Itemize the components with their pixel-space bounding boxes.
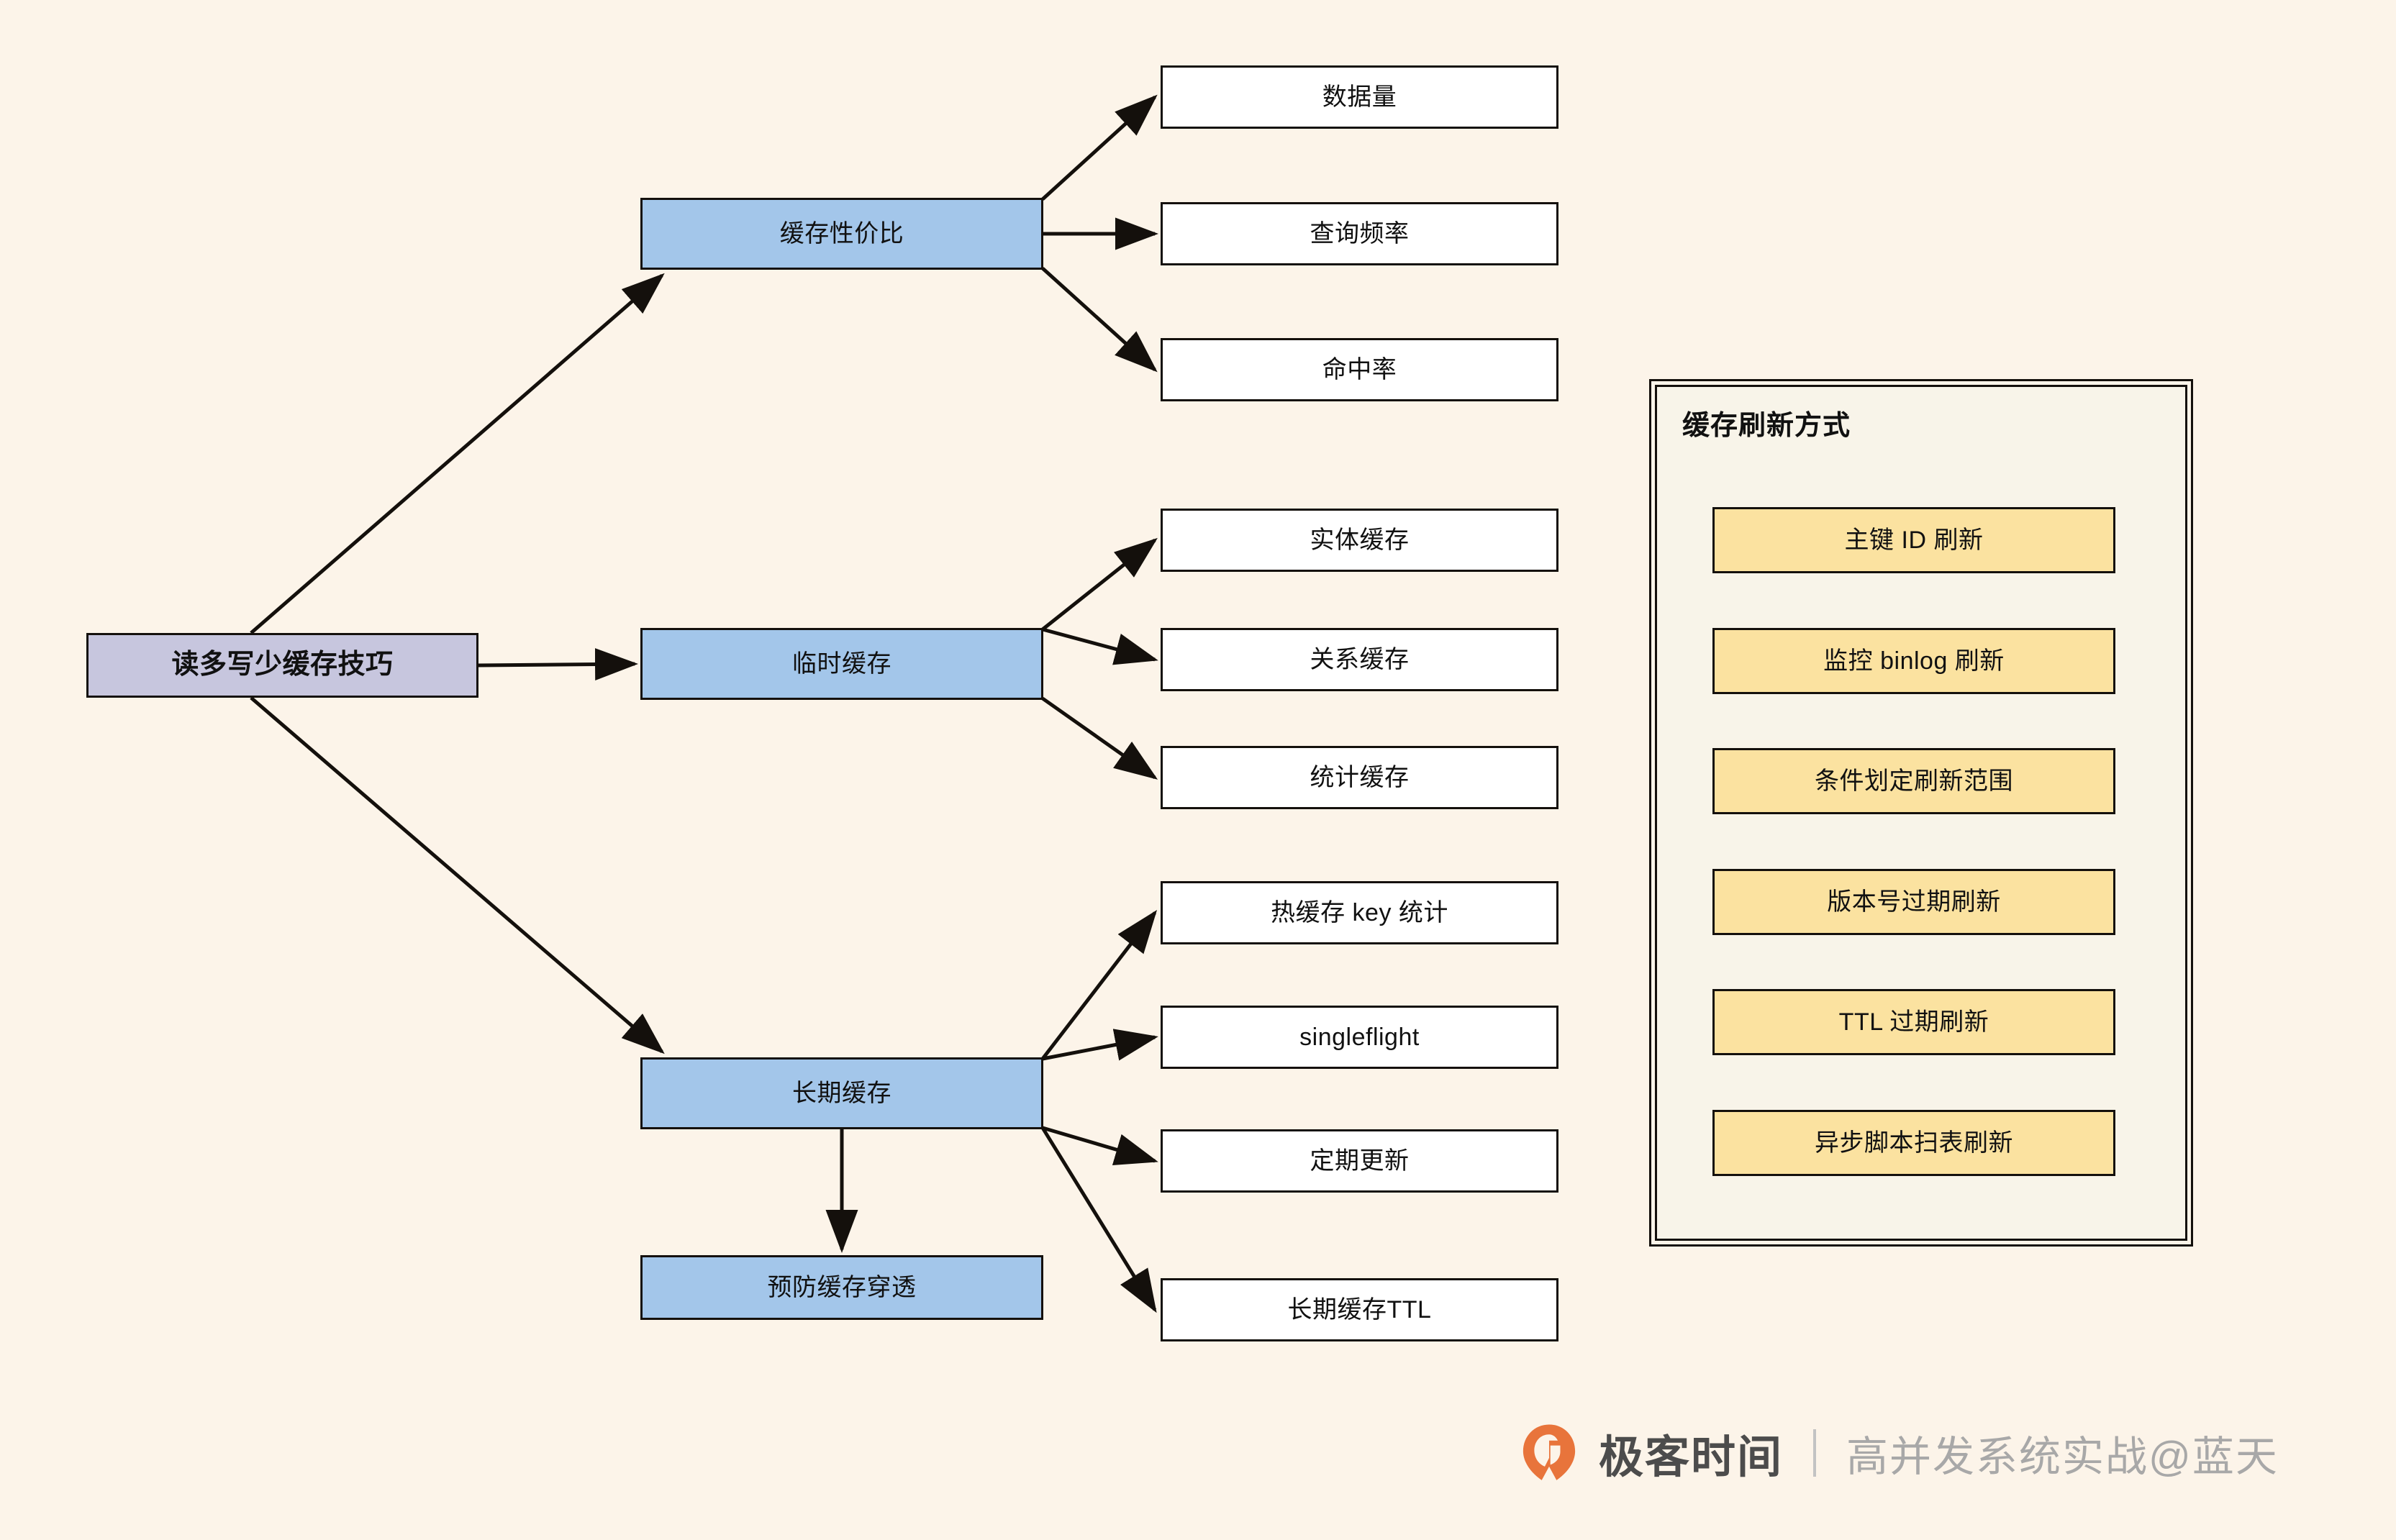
mindmap-root-node[interactable]: 读多写少缓存技巧	[86, 633, 478, 698]
connector-arrow	[1042, 1126, 1158, 1166]
mindmap-branch-node-b1[interactable]: 缓存性价比	[640, 198, 1043, 270]
footer-brand-label: 极客时间	[1599, 1433, 1784, 1482]
cache-refresh-item-1[interactable]: 监控 binlog 刷新	[1712, 628, 2115, 694]
mindmap-leaf-node-l9[interactable]: 定期更新	[1161, 1129, 1558, 1193]
mindmap-branch-node-b2[interactable]: 临时缓存	[640, 628, 1043, 700]
mindmap-leaf-node-l8[interactable]: singleflight	[1161, 1006, 1558, 1069]
connector-arrow	[1041, 267, 1158, 373]
connector-arrow	[1042, 627, 1158, 665]
connector-arrow	[1040, 1126, 1157, 1313]
mindmap-branch-node-b3[interactable]: 长期缓存	[640, 1057, 1043, 1129]
mindmap-leaf-node-l1[interactable]: 数据量	[1161, 65, 1558, 129]
mindmap-leaf-node-l4[interactable]: 实体缓存	[1161, 509, 1558, 572]
geekbang-logo-icon	[1523, 1424, 1576, 1480]
connector-arrow	[1042, 1029, 1158, 1061]
cache-refresh-item-0[interactable]: 主键 ID 刷新	[1712, 507, 2115, 573]
footer-separator	[1813, 1429, 1817, 1477]
mindmap-leaf-node-l10[interactable]: 长期缓存TTL	[1161, 1278, 1558, 1341]
cache-refresh-panel-title: 缓存刷新方式	[1682, 411, 1851, 441]
footer-course-label: 高并发系统实战@蓝天	[1846, 1434, 2279, 1480]
connector-arrow	[1041, 94, 1158, 201]
cache-refresh-item-3[interactable]: 版本号过期刷新	[1712, 869, 2115, 935]
watermark-footer: 极客时间 高并发系统实战@蓝天	[1518, 1421, 2279, 1485]
connector-arrow	[250, 696, 665, 1054]
mindmap-branch-node-b4[interactable]: 预防缓存穿透	[640, 1255, 1043, 1320]
mindmap-leaf-node-l7[interactable]: 热缓存 key 统计	[1161, 881, 1558, 944]
connector-arrow	[1041, 696, 1158, 780]
connector-arrow	[478, 648, 638, 681]
mindmap-leaf-node-l5[interactable]: 关系缓存	[1161, 628, 1558, 691]
connector-arrow	[1041, 910, 1158, 1060]
mindmap-leaf-node-l6[interactable]: 统计缓存	[1161, 746, 1558, 809]
cache-refresh-item-2[interactable]: 条件划定刷新范围	[1712, 748, 2115, 814]
mindmap-leaf-node-l3[interactable]: 命中率	[1161, 338, 1558, 401]
connector-arrow	[1041, 537, 1158, 631]
mindmap-leaf-node-l2[interactable]: 查询频率	[1161, 202, 1558, 265]
cache-refresh-item-5[interactable]: 异步脚本扫表刷新	[1712, 1110, 2115, 1176]
connector-arrow	[250, 273, 665, 634]
cache-refresh-item-4[interactable]: TTL 过期刷新	[1712, 989, 2115, 1055]
